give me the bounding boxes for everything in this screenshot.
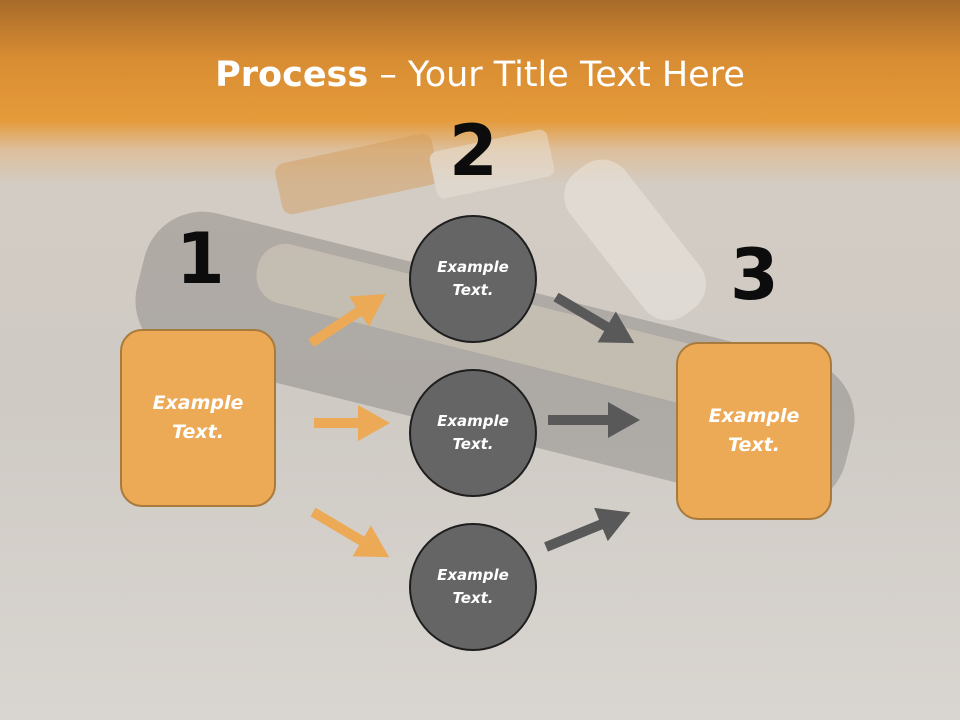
title-rest: – Your Title Text Here	[368, 55, 745, 95]
title-bold: Process	[215, 55, 369, 95]
step-3-box: Example Text.	[676, 342, 832, 520]
arrow-out-bottom	[544, 507, 631, 552]
circle-middle-text: Example Text.	[437, 412, 509, 453]
arrow-in-top	[308, 294, 386, 348]
circle-top-text: Example Text.	[437, 258, 509, 299]
circle-top: Example Text.	[409, 215, 537, 343]
circle-bottom-text: Example Text.	[437, 566, 509, 607]
step-number-2: 2	[449, 110, 498, 192]
step-number-3: 3	[730, 234, 779, 316]
circle-bottom: Example Text.	[409, 523, 537, 651]
slide-title: Process – Your Title Text Here	[0, 52, 960, 98]
arrow-out-top	[553, 292, 635, 344]
step-3-text: Example Text.	[708, 405, 800, 456]
step-number-1: 1	[176, 218, 225, 300]
step-1-text: Example Text.	[152, 392, 244, 443]
arrow-in-bottom	[310, 507, 390, 558]
step-1-box: Example Text.	[120, 329, 276, 507]
circle-middle: Example Text.	[409, 369, 537, 497]
